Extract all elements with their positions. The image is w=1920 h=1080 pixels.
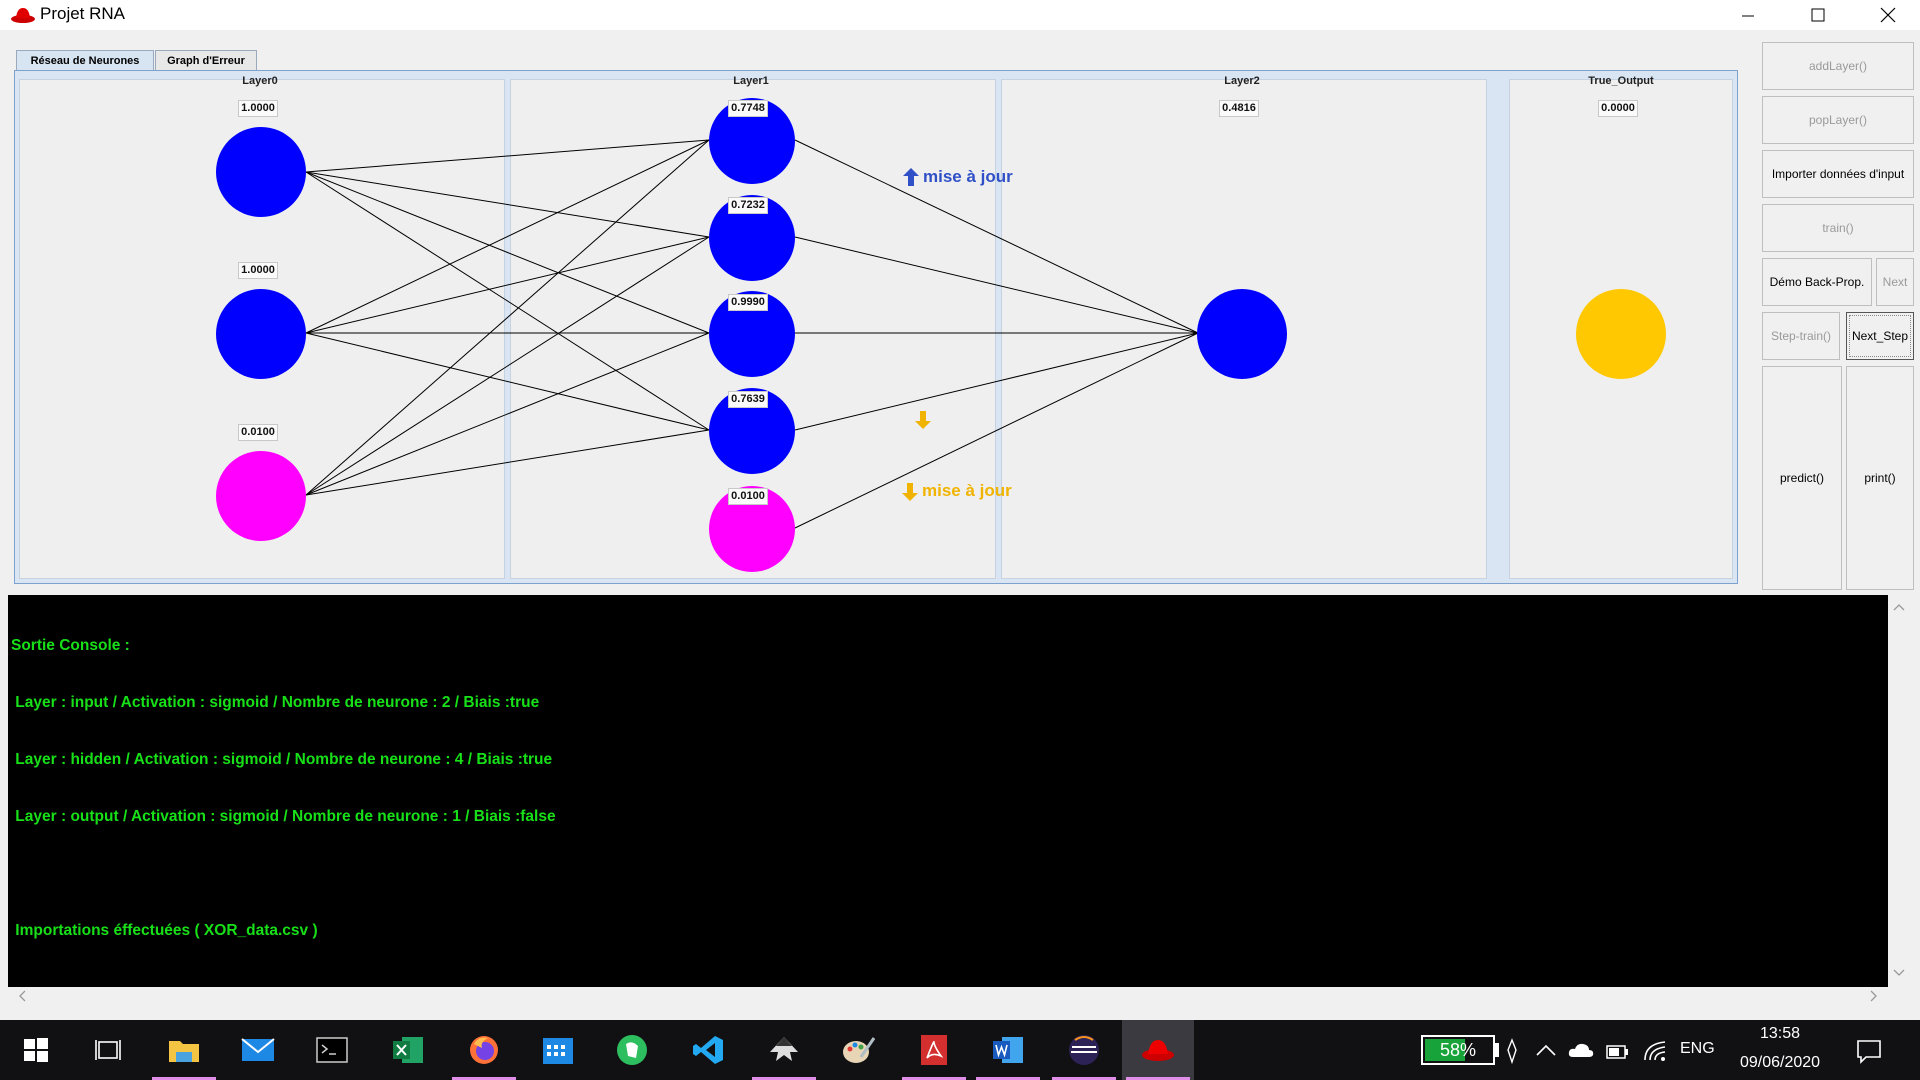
scroll-left-icon[interactable] bbox=[18, 990, 26, 1002]
console-line: Layer : output / Activation : sigmoid / … bbox=[11, 808, 556, 825]
battery-percent: 58% bbox=[1439, 1040, 1477, 1060]
layer1-neuron2-value: 0.7232 bbox=[728, 197, 768, 214]
pen-icon[interactable] bbox=[1504, 1038, 1520, 1064]
calendar-icon[interactable] bbox=[522, 1020, 594, 1080]
layer1-neuron1-value: 0.7748 bbox=[728, 100, 768, 117]
paint-icon[interactable] bbox=[822, 1020, 894, 1080]
layer1-bias-neuron bbox=[709, 486, 795, 572]
chevron-up-icon[interactable] bbox=[1535, 1043, 1557, 1057]
connection-lines bbox=[305, 139, 1199, 529]
evernote-icon[interactable] bbox=[596, 1020, 668, 1080]
wifi-icon[interactable] bbox=[1643, 1038, 1669, 1062]
file-explorer-icon[interactable] bbox=[148, 1020, 220, 1080]
layer1-label: Layer1 bbox=[733, 75, 769, 87]
console-line: Layer : input / Activation : sigmoid / N… bbox=[11, 694, 540, 711]
tab-graph-erreur[interactable]: Graph d'Erreur bbox=[155, 50, 257, 71]
true-output-neuron bbox=[1576, 289, 1666, 379]
console-line: Importations éffectuées ( XOR_data.csv ) bbox=[11, 922, 318, 939]
layer0-neuron1-value: 1.0000 bbox=[238, 100, 278, 117]
layer0-label: Layer0 bbox=[242, 75, 278, 87]
cloud-icon[interactable] bbox=[1567, 1040, 1595, 1060]
clock-time[interactable]: 13:58 bbox=[1759, 1025, 1801, 1042]
layer1-neuron4-value: 0.7639 bbox=[728, 391, 768, 408]
layer0-bias-neuron bbox=[216, 451, 306, 541]
arrow-up-icon bbox=[903, 168, 919, 186]
layer0-neuron2 bbox=[216, 289, 306, 379]
pop-layer-button[interactable]: popLayer() bbox=[1762, 96, 1914, 144]
notification-icon[interactable] bbox=[1856, 1038, 1882, 1064]
close-icon bbox=[1880, 7, 1896, 23]
terminal-icon[interactable] bbox=[296, 1020, 368, 1080]
layer1-neuron3 bbox=[709, 291, 795, 377]
maximize-button[interactable] bbox=[1793, 0, 1843, 30]
next-step-button[interactable]: Next_Step bbox=[1846, 312, 1914, 360]
layer0-neuron2-value: 1.0000 bbox=[238, 262, 278, 279]
scroll-up-icon[interactable] bbox=[1893, 603, 1905, 611]
layer0-bias-value: 0.0100 bbox=[238, 424, 278, 441]
true-output-value: 0.0000 bbox=[1598, 100, 1638, 117]
true-output-label: True_Output bbox=[1588, 75, 1654, 87]
layer1-neuron2 bbox=[709, 195, 795, 281]
minimize-button[interactable] bbox=[1723, 0, 1773, 30]
predict-button[interactable]: predict() bbox=[1762, 366, 1842, 590]
console-output[interactable]: Sortie Console : Layer : input / Activat… bbox=[8, 595, 1888, 987]
layer2-neuron1-value: 0.4816 bbox=[1219, 100, 1259, 117]
redhat-icon[interactable] bbox=[1122, 1020, 1194, 1080]
minimize-icon bbox=[1742, 15, 1754, 17]
tab-reseau-de-neurones[interactable]: Réseau de Neurones bbox=[16, 50, 154, 71]
console-line: Sortie Console : bbox=[11, 637, 130, 654]
console-line: Layer : hidden / Activation : sigmoid / … bbox=[11, 751, 553, 768]
layer2-label: Layer2 bbox=[1224, 75, 1260, 87]
battery-indicator[interactable]: 58% bbox=[1421, 1035, 1495, 1065]
acrobat-icon[interactable] bbox=[898, 1020, 970, 1080]
start-icon[interactable] bbox=[0, 1020, 72, 1080]
demo-backprop-button[interactable]: Démo Back-Prop. bbox=[1762, 258, 1872, 306]
redhat-icon bbox=[10, 5, 36, 25]
language-indicator[interactable]: ENG bbox=[1680, 1040, 1715, 1057]
vertical-scrollbar[interactable] bbox=[1888, 595, 1910, 987]
update-label-down: mise à jour bbox=[922, 481, 1012, 500]
title-bar bbox=[0, 0, 1920, 30]
layer0-neuron1 bbox=[216, 127, 306, 217]
word-icon[interactable] bbox=[972, 1020, 1044, 1080]
add-layer-button[interactable]: addLayer() bbox=[1762, 42, 1914, 90]
scroll-down-icon[interactable] bbox=[1893, 969, 1905, 977]
scroll-right-icon[interactable] bbox=[1870, 990, 1878, 1002]
window-title: Projet RNA bbox=[40, 4, 126, 23]
arrow-down-icon bbox=[915, 411, 931, 429]
import-data-button[interactable]: Importer données d'input bbox=[1762, 150, 1914, 198]
maximize-icon bbox=[1811, 8, 1825, 22]
print-button[interactable]: print() bbox=[1846, 366, 1914, 590]
horizontal-scrollbar[interactable] bbox=[8, 987, 1888, 1003]
inkscape-icon[interactable] bbox=[748, 1020, 820, 1080]
clock-date[interactable]: 09/06/2020 bbox=[1739, 1054, 1821, 1071]
layer1-neuron1 bbox=[709, 98, 795, 184]
update-label-up: mise à jour bbox=[923, 167, 1013, 186]
layer1-bias-value: 0.0100 bbox=[728, 488, 768, 505]
layer1-neuron4 bbox=[709, 388, 795, 474]
mail-icon[interactable] bbox=[222, 1020, 294, 1080]
eclipse-icon[interactable] bbox=[1048, 1020, 1120, 1080]
task-view-icon[interactable] bbox=[72, 1020, 144, 1080]
layer2-output-neuron bbox=[1197, 289, 1287, 379]
train-button[interactable]: train() bbox=[1762, 204, 1914, 252]
firefox-icon[interactable] bbox=[448, 1020, 520, 1080]
console-line bbox=[11, 864, 556, 883]
power-icon[interactable] bbox=[1605, 1040, 1631, 1062]
close-button[interactable] bbox=[1863, 0, 1913, 30]
step-train-button[interactable]: Step-train() bbox=[1762, 312, 1840, 360]
arrow-down-icon bbox=[902, 483, 918, 501]
layer1-neuron3-value: 0.9990 bbox=[728, 294, 768, 311]
vscode-icon[interactable] bbox=[672, 1020, 744, 1080]
next-button[interactable]: Next bbox=[1876, 258, 1914, 306]
excel-icon[interactable] bbox=[372, 1020, 444, 1080]
